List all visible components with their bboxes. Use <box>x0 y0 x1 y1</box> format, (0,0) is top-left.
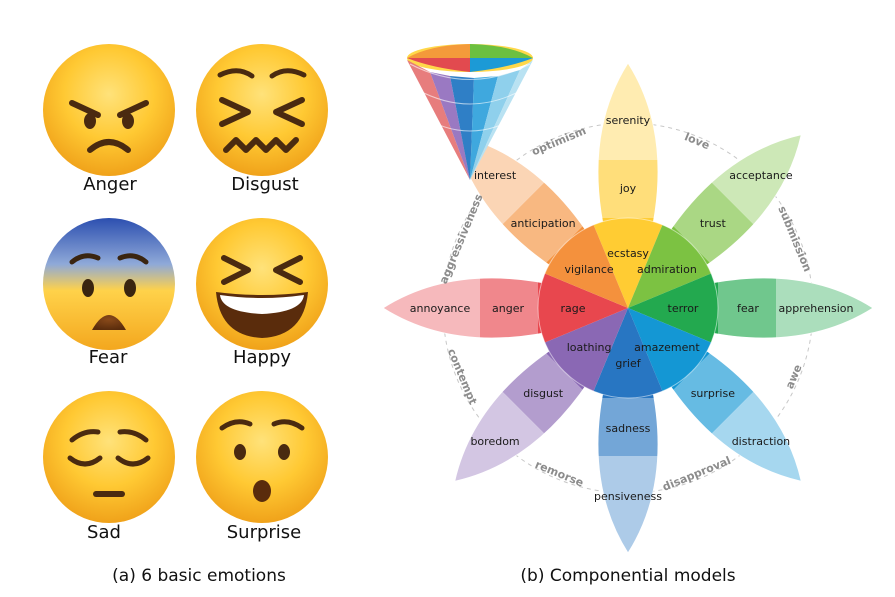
emotion-label-anger: anger <box>492 302 524 315</box>
emotion-label-terror: terror <box>668 302 699 315</box>
surprise-face-icon <box>196 391 328 523</box>
petal-band-outer-ecstasy <box>598 63 658 160</box>
emotion-label-annoyance: annoyance <box>410 302 471 315</box>
emotion-label-ecstasy: ecstasy <box>607 247 649 260</box>
petal-outline-rage <box>382 277 630 339</box>
inner-segment-rage <box>538 273 628 343</box>
face-label-happy: Happy <box>233 347 291 368</box>
petal-band-middle-terror <box>718 278 776 338</box>
face-label-sad: Sad <box>87 522 121 543</box>
emotion-label-acceptance: acceptance <box>729 169 793 182</box>
emotion-label-anticipation: anticipation <box>511 217 576 230</box>
inner-segment-ecstasy <box>593 218 663 308</box>
inner-disc-ring <box>537 217 719 399</box>
emotion-label-admiration: admiration <box>637 263 697 276</box>
emotion-cone-icon <box>407 44 533 180</box>
dyad-label-optimism: optimism <box>530 124 588 158</box>
inner-segment-loathing <box>544 308 628 392</box>
petal-outline-terror <box>626 277 874 339</box>
petal-outline-grief <box>597 306 659 554</box>
petal-band-middle-grief <box>598 398 658 456</box>
emotion-label-loathing: loathing <box>567 341 612 354</box>
face-label-fear: Fear <box>89 347 128 368</box>
wheel-inner-disc <box>537 217 719 399</box>
caption-b: (b) Componential models <box>520 566 735 586</box>
emotion-label-boredom: boredom <box>470 435 519 448</box>
dyad-label-awe: awe <box>783 363 805 391</box>
emoji-panel: Anger Disgust Fear Ha <box>43 44 328 543</box>
dyad-label-contempt: contempt <box>445 347 480 407</box>
emotion-label-apprehension: apprehension <box>779 302 854 315</box>
face-label-disgust: Disgust <box>231 174 299 195</box>
emotion-label-rage: rage <box>560 302 585 315</box>
emotion-label-serenity: serenity <box>606 114 651 127</box>
dyad-label-aggressiveness: aggressiveness <box>437 192 486 286</box>
fear-face-icon <box>43 218 175 350</box>
inner-segment-terror <box>628 273 719 343</box>
inner-segment-grief <box>593 308 663 399</box>
face-label-anger: Anger <box>83 174 137 195</box>
disgust-face-icon <box>196 44 328 176</box>
emotion-label-disgust: disgust <box>523 387 563 400</box>
caption-a: (a) 6 basic emotions <box>112 566 286 586</box>
emotion-label-vigilance: vigilance <box>565 263 614 276</box>
dyad-label-love: love <box>683 130 712 152</box>
face-label-surprise: Surprise <box>227 522 302 543</box>
emotion-label-grief: grief <box>615 357 641 370</box>
inner-segment-vigilance <box>544 224 628 308</box>
petal-band-outer-grief <box>598 456 658 553</box>
petal-band-middle-ecstasy <box>598 160 658 218</box>
petal-band-middle-rage <box>480 278 538 338</box>
happy-face-icon <box>196 218 328 350</box>
emotion-label-amazement: amazement <box>634 341 700 354</box>
wheel-petal-labels: ecstasy joy serenity admiration trust accepta… <box>410 114 854 503</box>
dyad-label-disapproval: disapproval <box>661 454 733 494</box>
inner-segment-amazement <box>628 308 712 392</box>
emotion-label-interest: interest <box>474 169 517 182</box>
dyad-label-submission: submission <box>775 204 814 273</box>
emotion-label-joy: joy <box>619 182 637 195</box>
anger-face-icon <box>43 44 175 176</box>
emotion-label-trust: trust <box>700 217 727 230</box>
petal-outline-loathing <box>454 307 629 482</box>
inner-segment-admiration <box>628 224 712 308</box>
emotion-label-distraction: distraction <box>732 435 790 448</box>
emotion-label-surprise: surprise <box>691 387 736 400</box>
dyad-label-remorse: remorse <box>533 458 585 490</box>
petal-outline-ecstasy <box>597 62 659 310</box>
emotion-label-sadness: sadness <box>606 422 651 435</box>
petal-outline-admiration <box>627 134 802 309</box>
emotion-label-fear: fear <box>737 302 759 315</box>
sad-face-icon <box>43 391 175 523</box>
petal-outline-amazement <box>627 307 802 482</box>
emotion-label-pensiveness: pensiveness <box>594 490 662 503</box>
